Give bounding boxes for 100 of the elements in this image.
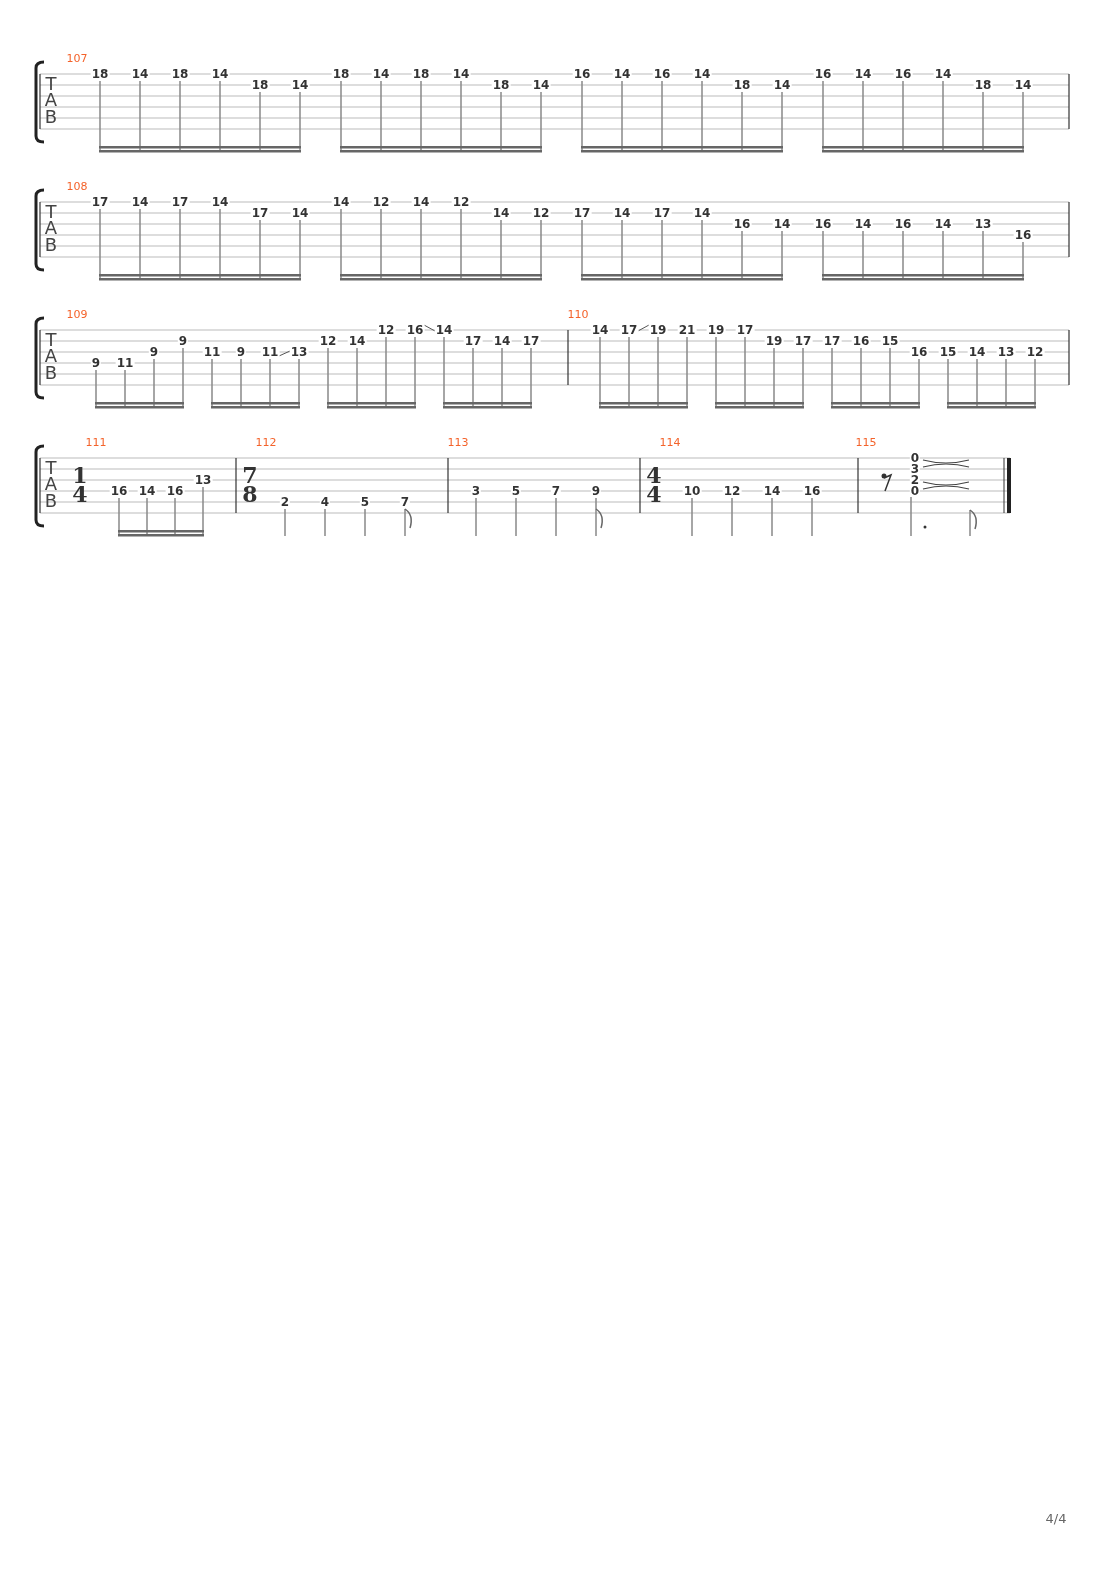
fret-number: 14	[210, 196, 230, 208]
fret-number: 9	[235, 346, 247, 358]
fret-number: 16	[893, 218, 913, 230]
fret-number: 18	[411, 68, 431, 80]
fret-number: 14	[772, 218, 792, 230]
fret-number: 7	[399, 496, 411, 508]
fret-number: 12	[722, 485, 742, 497]
tab-clef-letter: A	[44, 347, 58, 365]
fret-number: 16	[652, 68, 672, 80]
tab-clef-letter: B	[44, 364, 58, 382]
measure-number: 109	[66, 308, 88, 320]
fret-number: 16	[405, 324, 425, 336]
fret-number: 2	[279, 496, 291, 508]
fret-number: 14	[411, 196, 431, 208]
fret-number: 10	[682, 485, 702, 497]
measure-number: 111	[85, 436, 107, 448]
tab-clef-letter: B	[44, 108, 58, 126]
fret-number: 14	[967, 346, 987, 358]
fret-number: 14	[137, 485, 157, 497]
fret-number: 17	[170, 196, 190, 208]
fret-number: 19	[764, 335, 784, 347]
fret-number: 7	[550, 485, 562, 497]
time-signature-digit: 4	[646, 483, 662, 505]
measure-number: 114	[659, 436, 681, 448]
fret-number: 12	[318, 335, 338, 347]
tab-clef-letter: A	[44, 91, 58, 109]
fret-number: 13	[289, 346, 309, 358]
fret-number: 16	[909, 346, 929, 358]
fret-number: 13	[973, 218, 993, 230]
fret-number: 14	[933, 68, 953, 80]
fret-number: 16	[893, 68, 913, 80]
fret-number: 16	[802, 485, 822, 497]
fret-number: 16	[165, 485, 185, 497]
fret-number: 16	[1013, 229, 1033, 241]
fret-number: 11	[115, 357, 135, 369]
fret-number: 4	[319, 496, 331, 508]
fret-number: 11	[260, 346, 280, 358]
measure-number: 115	[855, 436, 877, 448]
tab-clef-letter: T	[45, 75, 57, 93]
time-signature-digit: 8	[242, 483, 258, 505]
fret-number: 14	[612, 68, 632, 80]
fret-number: 18	[491, 79, 511, 91]
fret-number: 16	[813, 218, 833, 230]
fret-number: 15	[880, 335, 900, 347]
fret-number: 14	[331, 196, 351, 208]
fret-number: 19	[706, 324, 726, 336]
fret-number: 17	[463, 335, 483, 347]
fret-number: 14	[933, 218, 953, 230]
fret-number: 17	[572, 207, 592, 219]
fret-number: 9	[177, 335, 189, 347]
fret-number: 16	[851, 335, 871, 347]
fret-number: 14	[371, 68, 391, 80]
fret-number: 12	[376, 324, 396, 336]
fret-number: 12	[531, 207, 551, 219]
fret-number: 14	[492, 335, 512, 347]
time-signature-digit: 4	[72, 483, 88, 505]
measure-number: 107	[66, 52, 88, 64]
fret-number: 17	[90, 196, 110, 208]
fret-number: 17	[521, 335, 541, 347]
fret-number: 12	[451, 196, 471, 208]
fret-number: 21	[677, 324, 697, 336]
fret-number: 14	[692, 68, 712, 80]
fret-number: 14	[692, 207, 712, 219]
tab-clef-letter: A	[44, 475, 58, 493]
fret-number: 16	[813, 68, 833, 80]
fret-number: 18	[90, 68, 110, 80]
fret-number: 14	[772, 79, 792, 91]
measure-number: 108	[66, 180, 88, 192]
fret-number: 17	[619, 324, 639, 336]
fret-number: 12	[371, 196, 391, 208]
fret-number: 17	[652, 207, 672, 219]
measure-number: 112	[255, 436, 277, 448]
fret-number: 14	[762, 485, 782, 497]
time-signature-digit: 4	[646, 464, 662, 486]
page-number: 4/4	[1045, 1511, 1067, 1525]
fret-number: 0	[909, 485, 921, 497]
fret-number: 14	[210, 68, 230, 80]
fret-number: 9	[148, 346, 160, 358]
tab-clef-letter: T	[45, 203, 57, 221]
fret-number: 9	[90, 357, 102, 369]
fret-number: 14	[531, 79, 551, 91]
time-signature-digit: 1	[72, 464, 88, 486]
fret-number: 14	[590, 324, 610, 336]
tab-clef-letter: A	[44, 219, 58, 237]
fret-number: 14	[1013, 79, 1033, 91]
measure-number: 113	[447, 436, 469, 448]
fret-number: 14	[130, 68, 150, 80]
fret-number: 18	[250, 79, 270, 91]
fret-number: 17	[822, 335, 842, 347]
fret-number: 14	[612, 207, 632, 219]
fret-number: 13	[193, 474, 213, 486]
time-signature-digit: 7	[242, 464, 258, 486]
fret-number: 14	[347, 335, 367, 347]
fret-number: 5	[359, 496, 371, 508]
fret-number: 17	[250, 207, 270, 219]
fret-number: 18	[732, 79, 752, 91]
fret-number: 14	[853, 218, 873, 230]
tab-clef-letter: B	[44, 492, 58, 510]
fret-number: 18	[331, 68, 351, 80]
fret-number: 14	[130, 196, 150, 208]
